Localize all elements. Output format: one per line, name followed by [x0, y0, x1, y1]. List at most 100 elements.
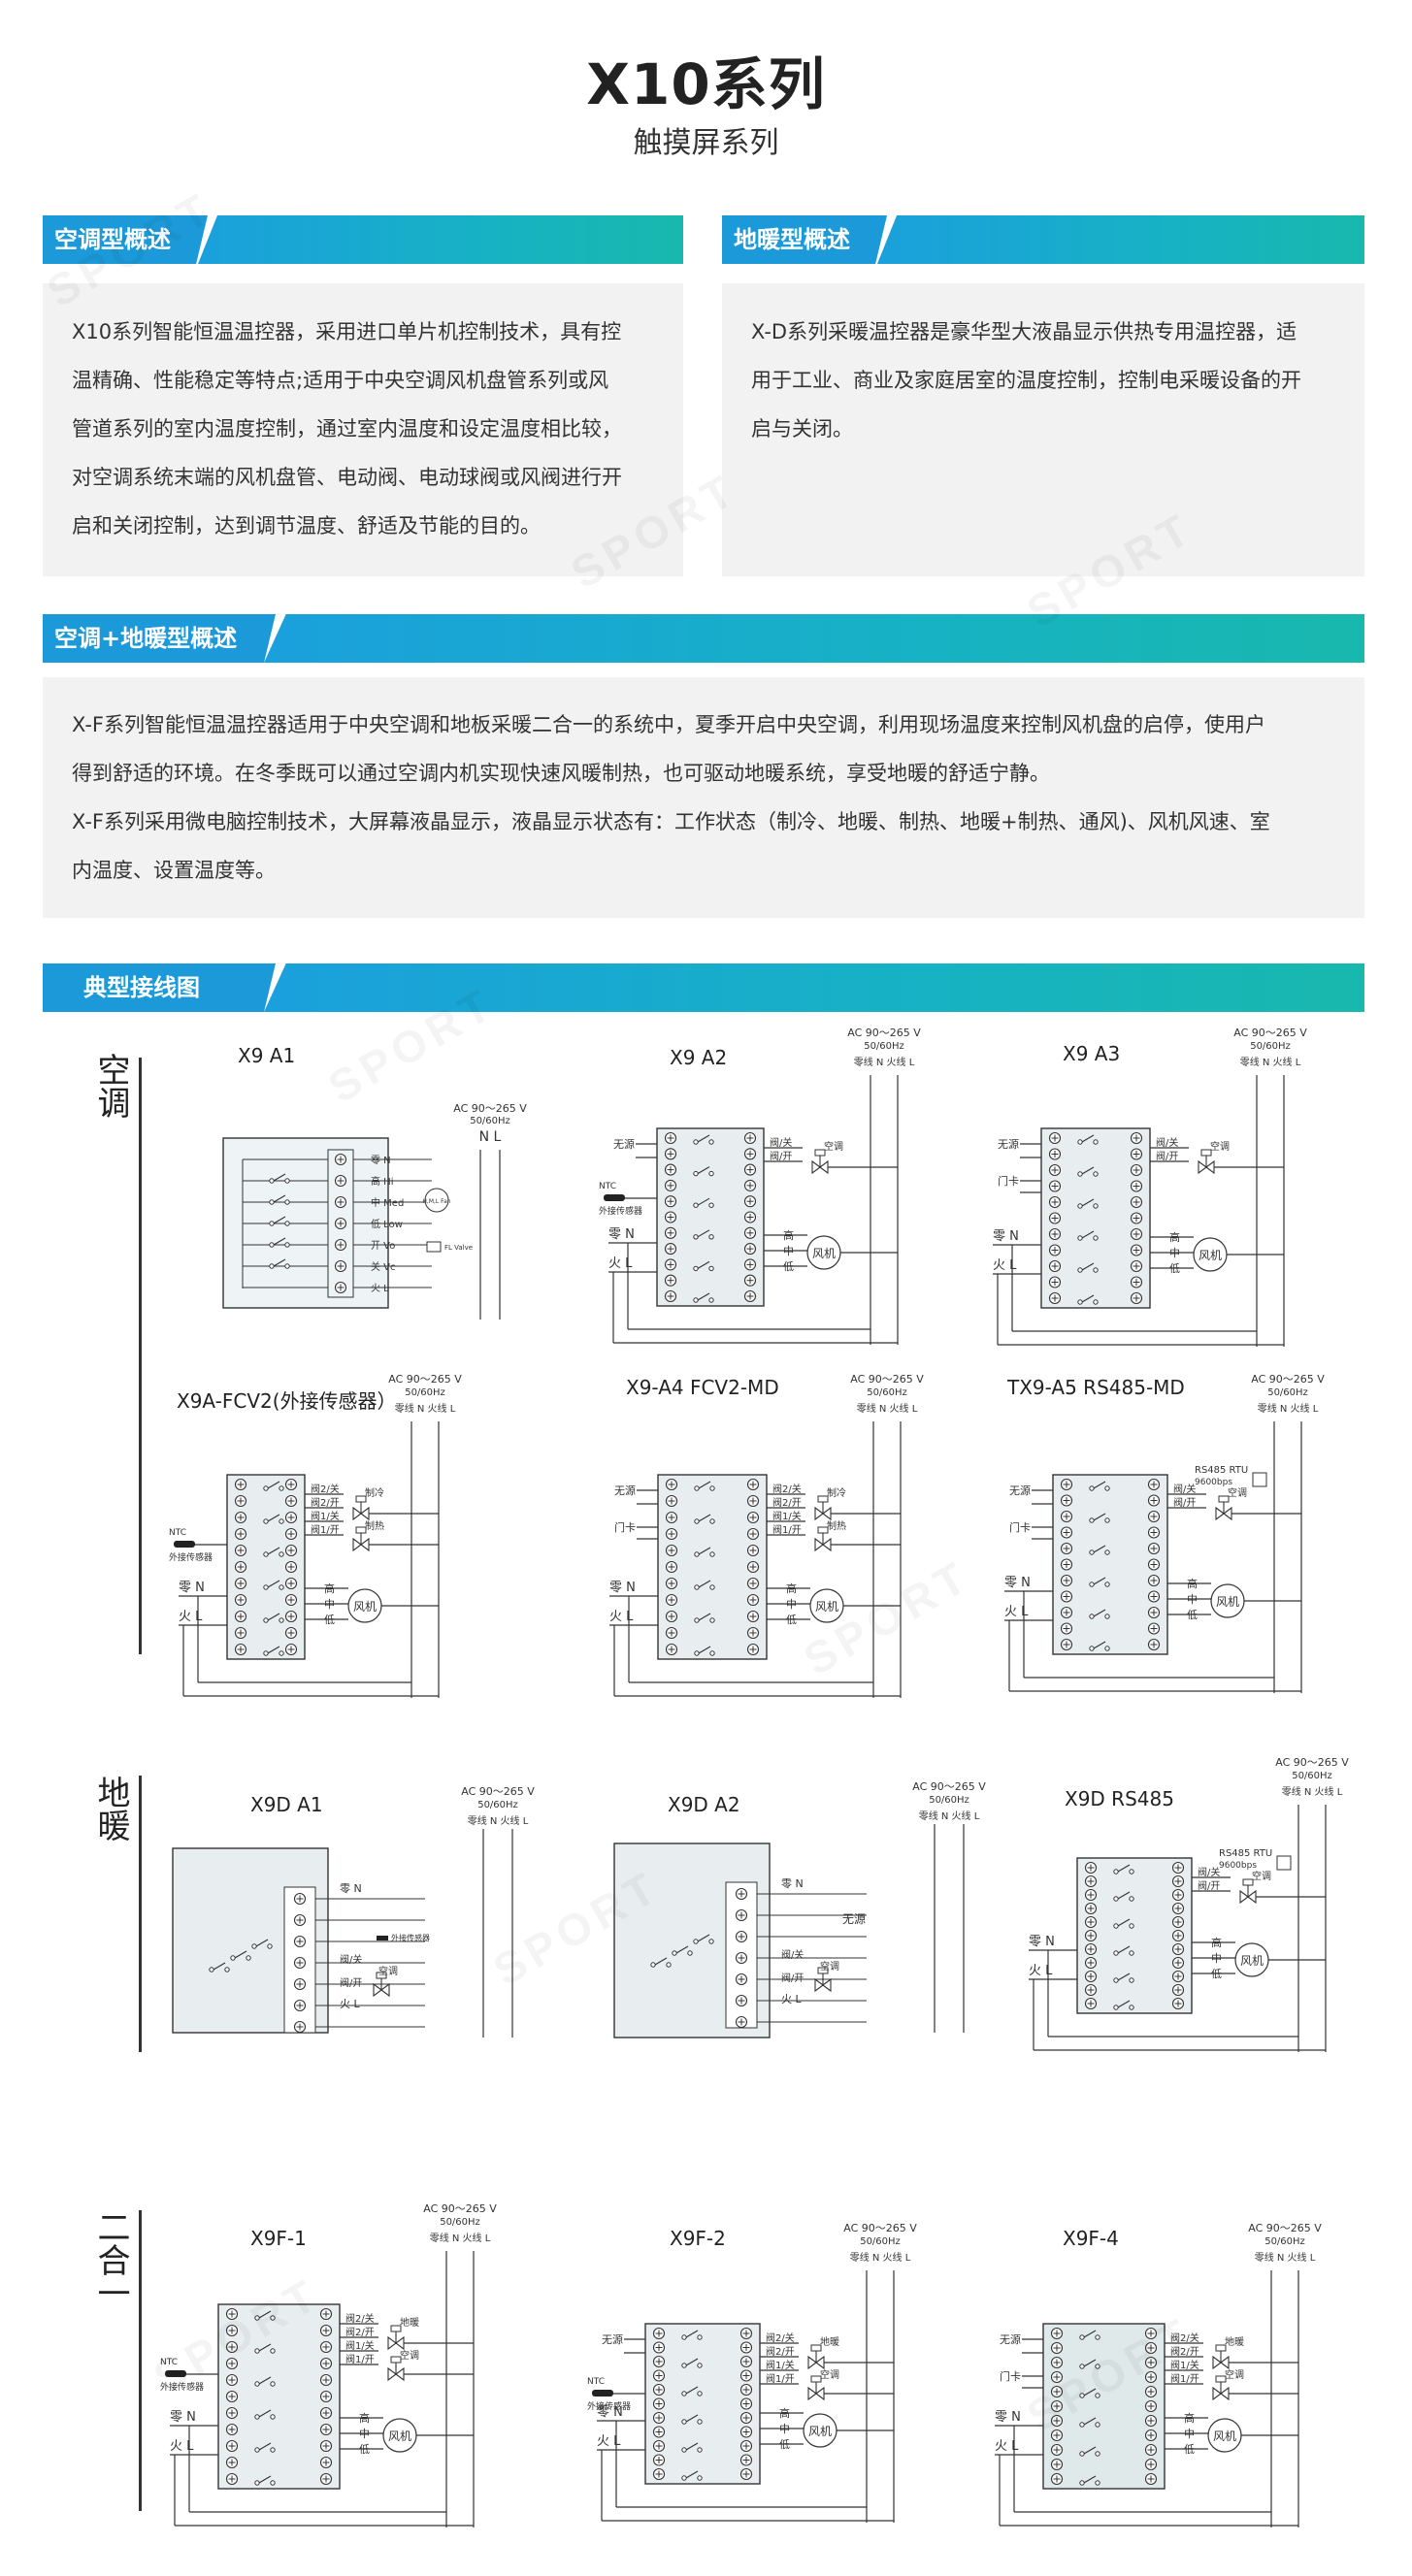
valve-label: 阀/开: [1173, 1496, 1196, 1509]
section-header-bar: [198, 215, 683, 264]
neutral-label: 零 N: [781, 1877, 804, 1890]
fan-label: 风机: [388, 2429, 411, 2443]
switch-contact: [1113, 1977, 1119, 1983]
valve-label: 阀2/开: [345, 2326, 375, 2338]
switch-contact: [1093, 1267, 1099, 1273]
switch-contact: [708, 1170, 714, 1177]
switch-contact: [1095, 2451, 1100, 2457]
valve-tag: 空调: [824, 1140, 843, 1153]
switch-contact: [709, 1617, 715, 1623]
switch-contact: [681, 2419, 687, 2425]
category-label-ac: 空调: [91, 1053, 130, 1119]
switch-contact: [269, 1178, 275, 1184]
switch-contact: [693, 1202, 699, 1208]
valve-tag: 地暖: [1225, 2335, 1244, 2348]
wire: [1081, 1198, 1095, 1207]
live-label: 火 L: [179, 1610, 203, 1624]
switch-contact: [1089, 1549, 1095, 1555]
switch-contact: [694, 1485, 700, 1491]
switch-contact: [1093, 1171, 1099, 1177]
valve-label: 阀2/关: [311, 1483, 340, 1495]
valve-actuator: [810, 2375, 822, 2383]
live-label: 火 L: [597, 2434, 621, 2449]
section-header-combo: 空调+地暖型概述: [43, 614, 1364, 663]
valve-actuator: [355, 1526, 367, 1534]
switch-contact: [693, 1170, 699, 1177]
switch-contact: [263, 1650, 269, 1656]
line-labels: 零线 N 火线 L: [430, 2232, 491, 2244]
wire: [685, 2386, 699, 2395]
valve-actuator: [817, 1967, 829, 1974]
switch-contact: [270, 2414, 276, 2420]
switch-contact: [1113, 1923, 1119, 1929]
wire: [1093, 1481, 1106, 1489]
valve-label: 阀1/关: [766, 2359, 795, 2371]
switch-contact: [694, 1551, 700, 1557]
floor-line: X-D系列采暖温控器是豪华型大液晶显示供热专用温控器，适: [751, 320, 1297, 343]
wire: [1117, 1973, 1131, 1981]
valve-actuator: [810, 2344, 822, 2352]
ntc-label: NTC: [599, 1182, 616, 1191]
sensor-label: 外接传感器: [160, 2381, 204, 2393]
wire: [267, 1481, 280, 1489]
wire: [258, 2376, 272, 2385]
valve-actuator: [1242, 1878, 1254, 1886]
switch-contact: [1077, 1267, 1083, 1273]
valve-tag: 空调: [820, 1960, 839, 1973]
wire: [258, 2442, 272, 2451]
valve-actuator: [1215, 2344, 1227, 2352]
switch-contact: [254, 2447, 260, 2453]
switch-contact: [708, 1234, 714, 1240]
switch-contact: [1104, 1485, 1110, 1491]
wire: [273, 1194, 286, 1203]
switch-contact: [1079, 2422, 1085, 2428]
neutral-label: 零 N: [993, 1229, 1019, 1244]
valve-tag: 空调: [378, 1965, 398, 1977]
switch-contact: [1093, 1203, 1099, 1209]
switch-contact: [279, 1617, 284, 1623]
switch-contact: [263, 1551, 269, 1557]
wire: [1083, 2475, 1097, 2484]
switch-contact: [666, 1962, 672, 1968]
ac-line: X10系列智能恒温温控器，采用进口单片机控制技术，具有控: [72, 320, 622, 343]
section-header-label: 地暖型概述: [722, 215, 887, 264]
wire: [258, 2475, 272, 2484]
fan-label: 风机: [808, 2425, 832, 2438]
live-label: 火 L: [608, 1256, 633, 1271]
diagram-title: X9F-2: [670, 2227, 726, 2250]
switch-contact: [709, 1650, 715, 1656]
valve-label: 阀1/开: [772, 1523, 802, 1536]
valve-label: 阀/关: [1173, 1483, 1196, 1495]
valve-label: 阀2/关: [345, 2312, 375, 2325]
diagram-title: X9 A1: [238, 1044, 296, 1067]
wire: [234, 1950, 247, 1959]
nl-label: N L: [479, 1129, 502, 1145]
line-labels: 零线 N 火线 L: [1282, 1785, 1343, 1798]
valve-tag: 制冷: [827, 1486, 846, 1499]
switch-contact: [269, 1242, 275, 1248]
neutral-label: 零 N: [1029, 1935, 1055, 1949]
door-label: 门卡: [614, 1520, 636, 1534]
live-label: 火 L: [340, 1998, 360, 2010]
ac-line: 对空调系统末端的风机盘管、电动阀、电动球阀或风阀进行开: [72, 466, 622, 489]
switch-contact: [1095, 2393, 1100, 2398]
fan-label: 风机: [353, 1600, 377, 1614]
wire: [258, 2310, 272, 2319]
switch-contact: [284, 1221, 290, 1226]
diagram-title: TX9-A5 RS485-MD: [1007, 1376, 1185, 1399]
valve-actuator: [355, 1495, 367, 1503]
diagram-title: X9 A2: [670, 1046, 728, 1069]
switch-contact: [270, 2480, 276, 2486]
wire: [697, 1934, 710, 1942]
wire: [675, 1945, 689, 1954]
passive-label: 无源: [998, 1137, 1019, 1151]
combo-line: 得到舒适的环境。在冬季既可以通过空调内机实现快速风暖制热，也可驱动地暖系统，享受…: [72, 762, 1050, 785]
switch-contact: [1095, 2480, 1100, 2486]
wire: [267, 1580, 280, 1588]
switch-contact: [270, 2315, 276, 2321]
wire: [273, 1237, 286, 1246]
switch-contact: [1079, 2451, 1085, 2457]
sensor-label: 外接传感器: [169, 1551, 213, 1563]
switch-contact: [1104, 1646, 1110, 1651]
